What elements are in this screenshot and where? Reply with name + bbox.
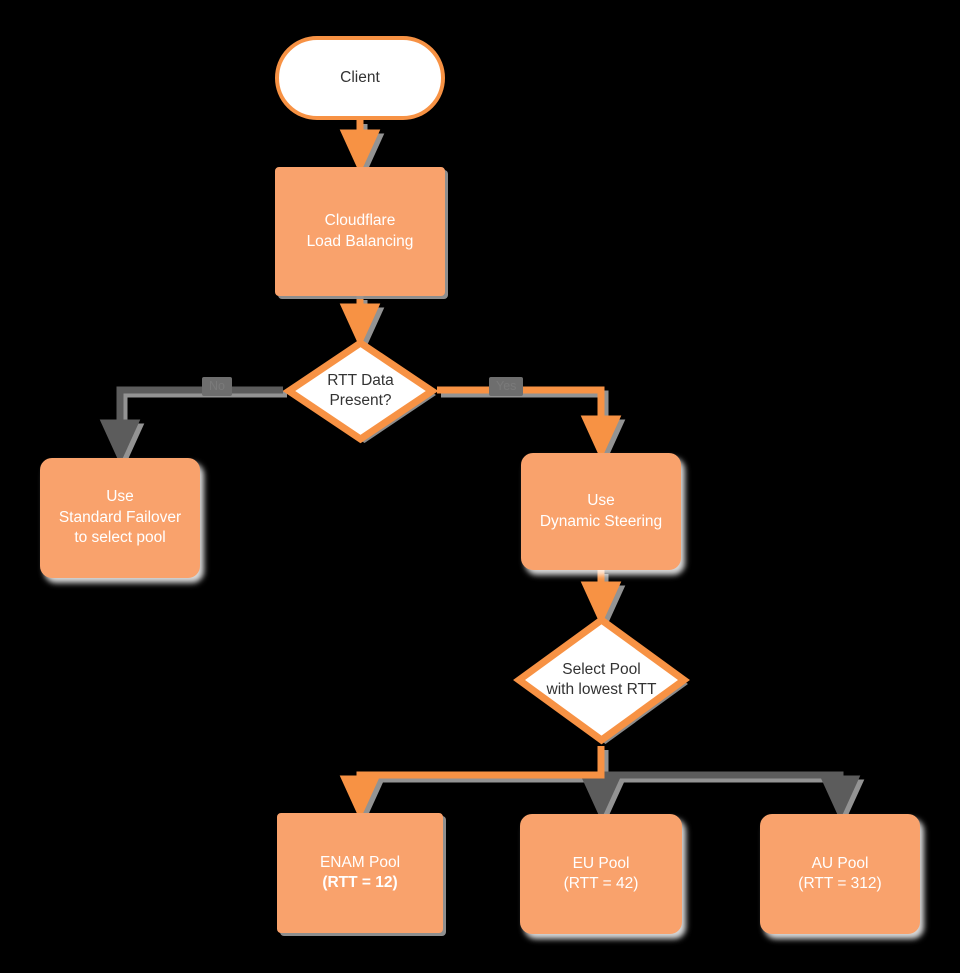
node-standard-failover-label: Use Standard Failover to select pool [58,488,182,547]
edge-rtt-to-failover [99,386,283,465]
node-rtt-data-present[interactable]: RTT Data Present? [282,336,439,446]
edge-label-no-text: No [209,379,225,393]
node-au-pool-rtt: (RTT = 312) [798,875,882,892]
edge-label-yes-text: Yes [496,379,517,393]
edge-label-no: No [202,377,232,396]
node-standard-failover[interactable]: Use Standard Failover to select pool [40,458,200,578]
node-select-pool[interactable]: Select Pool with lowest RTT [513,614,690,746]
node-au-pool[interactable]: AU Pool (RTT = 312) [760,814,920,934]
node-au-pool-label: AU Pool [811,854,869,872]
node-client[interactable]: Client [275,36,445,120]
diamond-shape-select-pool [513,615,690,745]
edge-rtt-to-dynamic [437,386,622,461]
node-dynamic-steering[interactable]: Use Dynamic Steering [521,453,681,570]
node-dynamic-steering-label: Use Dynamic Steering [539,492,663,530]
node-cloudflare-load-balancing[interactable]: Cloudflare Load Balancing [275,167,445,296]
node-eu-pool-label: EU Pool [572,854,630,872]
edge-select-to-enam [339,746,605,821]
node-eu-pool-rtt: (RTT = 42) [563,875,639,892]
diamond-shape-rtt [282,338,439,444]
node-enam-pool-label: ENAM Pool [319,853,401,871]
node-enam-pool[interactable]: ENAM Pool (RTT = 12) [277,813,443,933]
node-cloudflare-load-balancing-label: Cloudflare Load Balancing [306,212,414,250]
edge-select-to-au [601,771,861,821]
node-eu-pool[interactable]: EU Pool (RTT = 42) [520,814,682,934]
edge-label-yes: Yes [489,377,524,396]
node-enam-pool-rtt: (RTT = 12) [322,874,398,891]
node-client-label: Client [340,68,380,86]
